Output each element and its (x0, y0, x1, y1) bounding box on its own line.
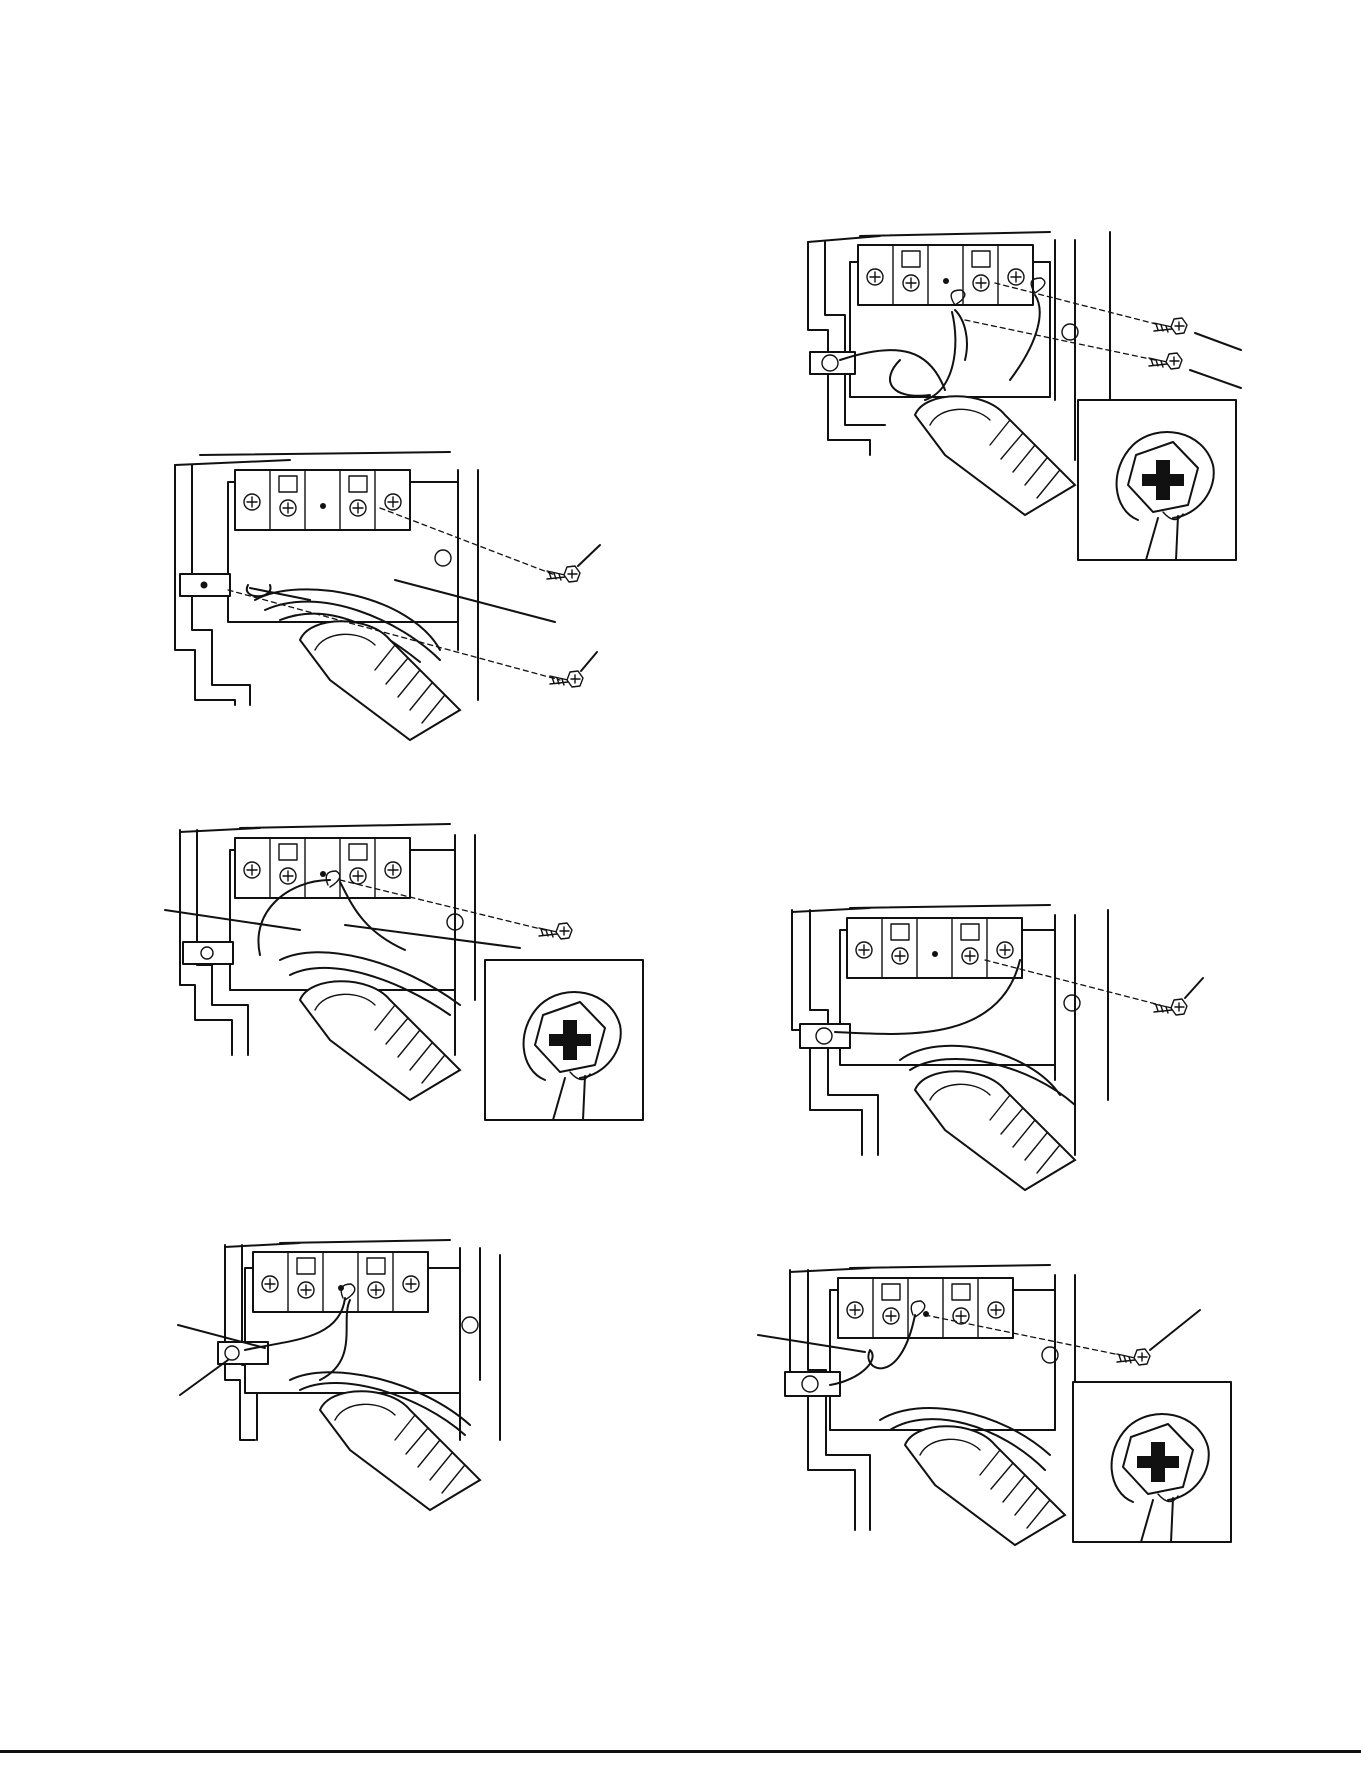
figure-mid-right (792, 905, 1203, 1190)
figure-top-left (175, 452, 600, 740)
figure-mid-left (165, 824, 643, 1120)
footer-rule (0, 1750, 1361, 1753)
figure-bottom-left (178, 1240, 500, 1510)
figure-top-right (808, 232, 1241, 560)
figure-bottom-right (758, 1265, 1231, 1545)
